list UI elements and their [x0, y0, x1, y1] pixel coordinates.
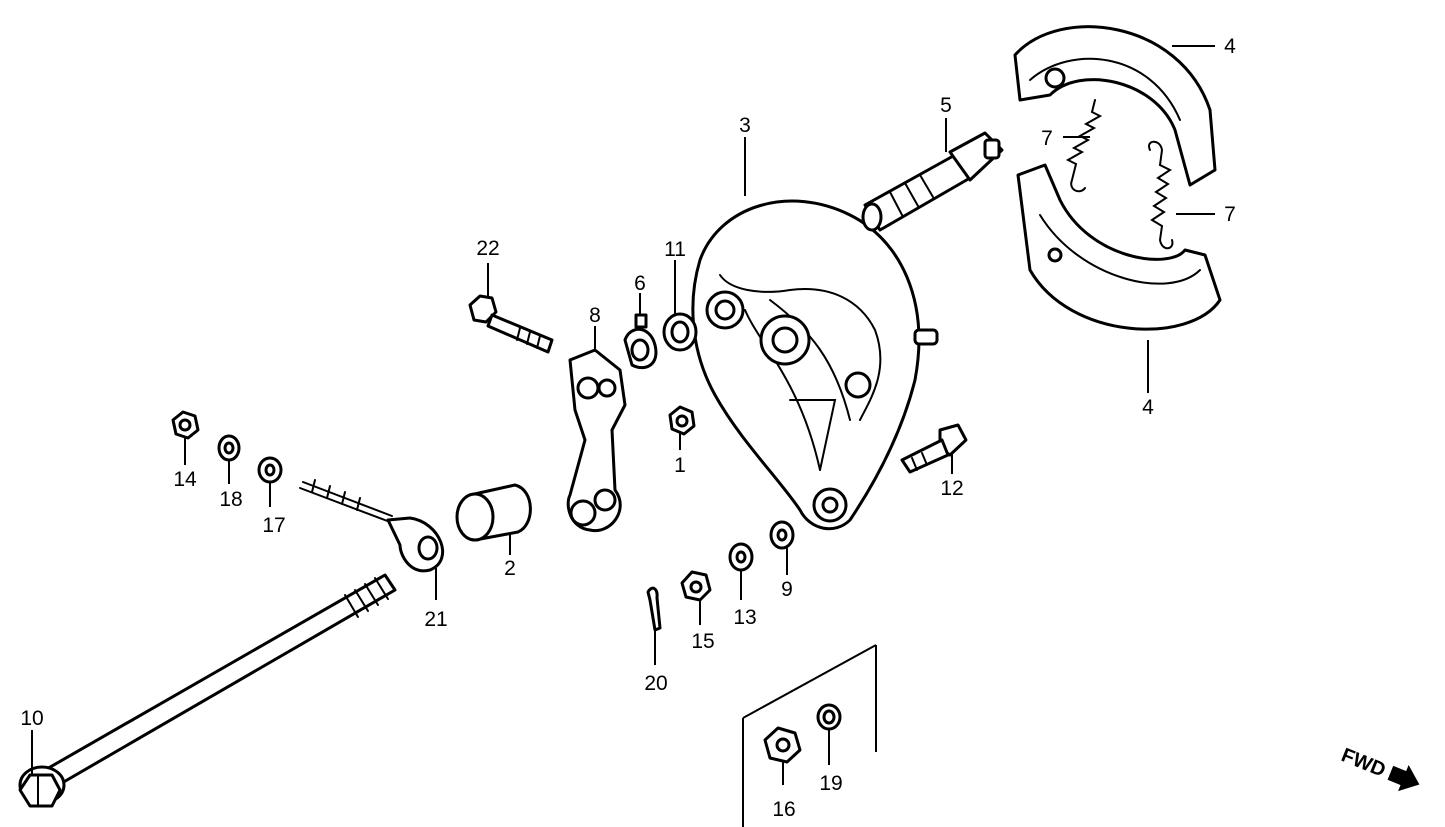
brake-cam-part [861, 131, 1004, 232]
fwd-label: FWD [1338, 744, 1388, 781]
callout-17: 17 [262, 514, 285, 537]
cotter-pin-part [646, 586, 662, 632]
callout-11: 11 [664, 238, 686, 261]
callout-9: 9 [781, 578, 793, 601]
forward-arrow-icon [1387, 765, 1420, 792]
callout-14: 14 [173, 468, 197, 491]
washer-9-part [769, 520, 795, 550]
callout-20: 20 [644, 672, 667, 695]
callout-7-lower: 7 [1224, 203, 1236, 226]
indicator-plate-part [623, 313, 658, 370]
nut-1-part [668, 405, 696, 436]
callout-12: 12 [940, 477, 963, 500]
washer-17-part [257, 456, 283, 484]
callout-13: 13 [733, 606, 756, 629]
callout-1: 1 [674, 454, 686, 477]
callout-10: 10 [20, 707, 43, 730]
leader-lines [31, 45, 1215, 785]
axle-part [18, 573, 397, 808]
nut-16-part [763, 726, 802, 764]
callout-15: 15 [691, 630, 714, 653]
callout-21: 21 [424, 608, 447, 631]
washer-13-part [728, 542, 754, 572]
washer-18-part [217, 434, 241, 462]
seal-part [662, 312, 698, 352]
inset-box [742, 644, 877, 827]
brake-shoe-upper-part [1013, 25, 1217, 187]
spring-upper-part [1065, 99, 1103, 193]
callout-3: 3 [739, 114, 751, 137]
nut-14-part [171, 410, 200, 440]
collar-part [455, 483, 532, 542]
stopper-pin-part [900, 423, 968, 474]
bolt-22-part [468, 294, 554, 354]
callout-5: 5 [940, 94, 952, 117]
callout-4-upper: 4 [1224, 35, 1236, 58]
callout-22: 22 [476, 237, 499, 260]
axle-adjuster-part [299, 479, 444, 573]
spring-lower-part [1148, 140, 1174, 250]
callout-7-upper: 7 [1041, 127, 1053, 150]
callout-2: 2 [504, 557, 516, 580]
brake-arm-part [566, 348, 627, 533]
callout-19: 19 [819, 772, 842, 795]
brake-shoe-lower-part [1016, 163, 1222, 331]
callout-6: 6 [634, 272, 646, 295]
callout-16: 16 [772, 798, 795, 821]
callout-4-lower: 4 [1142, 396, 1154, 419]
fwd-indicator: FWD [1338, 744, 1420, 792]
brake-panel-part [691, 199, 939, 531]
callout-18: 18 [219, 488, 242, 511]
callout-8: 8 [589, 304, 601, 327]
nut-15-part [680, 570, 712, 602]
washer-19-part [816, 703, 842, 731]
